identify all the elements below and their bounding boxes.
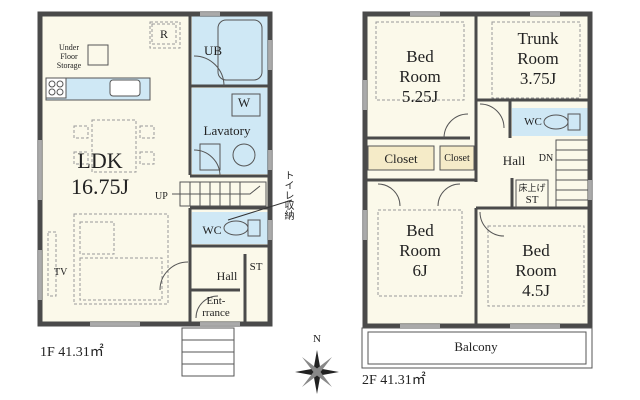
bed3-label-3: 4.5J: [522, 281, 550, 300]
bed2-label-1: Bed: [406, 221, 434, 240]
entrance-label-1: Ent-: [206, 295, 226, 307]
tv-label: TV: [54, 267, 68, 278]
bed1-label-1: Bed: [406, 47, 434, 66]
entrance-label-2: rrance: [202, 307, 230, 319]
st2-label-2: ST: [525, 194, 539, 206]
wc2-area: [512, 108, 588, 136]
up-label: UP: [155, 191, 168, 202]
wc2-label: WC: [524, 116, 542, 128]
balcony-label: Balcony: [454, 339, 498, 354]
trunk-label-2: Room: [517, 49, 559, 68]
lavatory-label: Lavatory: [203, 123, 251, 138]
compass-north-label: N: [313, 333, 321, 345]
floor2-area-label: 2F 41.31㎡: [362, 373, 426, 388]
storage-label-2: Floor: [60, 52, 78, 61]
bed2-label-2: Room: [399, 241, 441, 260]
st1-label: ST: [249, 261, 263, 273]
bed2-label-3: 6J: [412, 261, 428, 280]
lavatory-area: [192, 88, 268, 174]
closet-big-label: Closet: [384, 151, 418, 166]
ldk-size: 16.75J: [70, 174, 130, 199]
w-label: W: [237, 95, 251, 110]
ldk-label: LDK: [77, 148, 123, 173]
r-label: R: [159, 27, 169, 41]
bed1-label-2: Room: [399, 67, 441, 86]
ub-label: UB: [203, 43, 223, 58]
bed3-label-1: Bed: [522, 241, 550, 260]
ub-area: [192, 16, 268, 86]
trunk-label-3: 3.75J: [519, 69, 557, 88]
floor1-plan: [37, 11, 293, 377]
bed1-label-3: 5.25J: [401, 87, 439, 106]
bed3-label-2: Room: [515, 261, 557, 280]
wc1-area: [192, 212, 268, 244]
storage-label-1: Under: [59, 43, 79, 52]
compass-icon: [295, 350, 339, 394]
floor2-plan: [361, 11, 593, 369]
trunk-label-1: Trunk: [517, 29, 559, 48]
storage-label-3: Storage: [56, 61, 82, 70]
st2-label-1: 床上げ: [518, 183, 546, 193]
hall2-label: Hall: [502, 153, 526, 168]
dn-label: DN: [538, 153, 554, 164]
closet-small-label: Closet: [444, 153, 470, 164]
floor1-area-label: 1F 41.31㎡: [40, 345, 104, 360]
wc1-label: WC: [202, 223, 222, 237]
toilet-storage-label: トイレ収納: [282, 170, 293, 220]
hall1-label: Hall: [216, 269, 238, 283]
